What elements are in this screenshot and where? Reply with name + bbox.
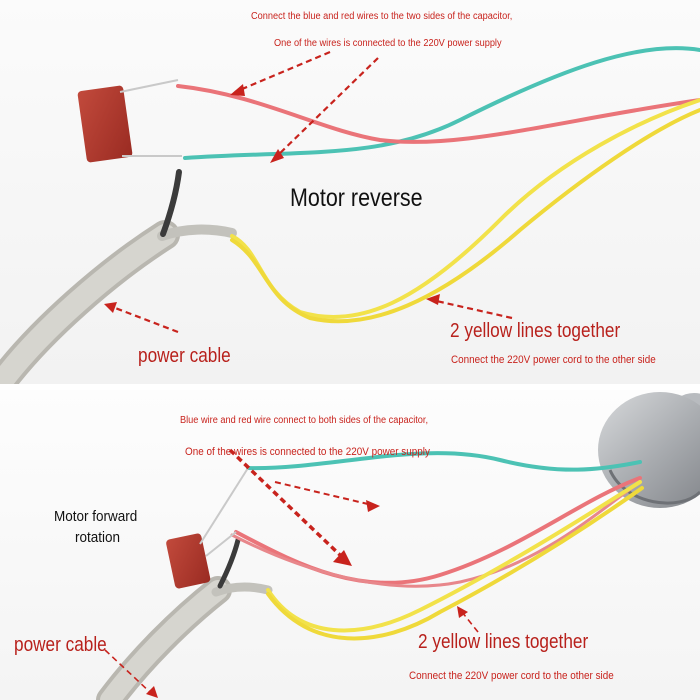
capacitor-icon <box>166 467 249 589</box>
top-power-cable-label: power cable <box>138 345 231 367</box>
motor-forward-title-line-2: rotation <box>75 529 121 546</box>
bottom-panel-background <box>0 390 700 700</box>
power-cable-icon <box>96 537 273 700</box>
bottom-instruction-line-1: Blue wire and red wire connect to both s… <box>180 415 429 426</box>
annotation-arrowheads-bottom <box>146 500 468 698</box>
annotation-arrows-top <box>109 50 513 334</box>
panel-divider <box>0 384 700 390</box>
top-instruction-line-1: Connect the blue and red wires to the tw… <box>251 11 513 22</box>
capacitor-icon <box>77 79 182 163</box>
motor-icon <box>598 392 700 508</box>
bottom-instruction-line-2: One of the wires is connected to the 220… <box>185 446 430 458</box>
bottom-power-cable-label: power cable <box>14 634 107 656</box>
bottom-yellow-lines-note: Connect the 220V power cord to the other… <box>409 670 614 682</box>
annotation-arrowheads-top <box>104 84 440 313</box>
wire-bundle-top <box>176 46 700 324</box>
motor-forward-title-line-1: Motor forward <box>54 508 138 525</box>
top-yellow-lines-note: Connect the 220V power cord to the other… <box>451 354 656 366</box>
wire-bundle-bottom <box>230 451 644 641</box>
motor-reverse-title: Motor reverse <box>290 184 423 212</box>
top-yellow-lines-label: 2 yellow lines together <box>450 320 621 342</box>
top-instruction-line-2: One of the wires is connected to the 220… <box>274 38 502 49</box>
power-cable-icon <box>0 169 237 399</box>
annotation-arrows-bottom <box>104 448 479 695</box>
bottom-yellow-lines-label: 2 yellow lines together <box>418 631 589 653</box>
